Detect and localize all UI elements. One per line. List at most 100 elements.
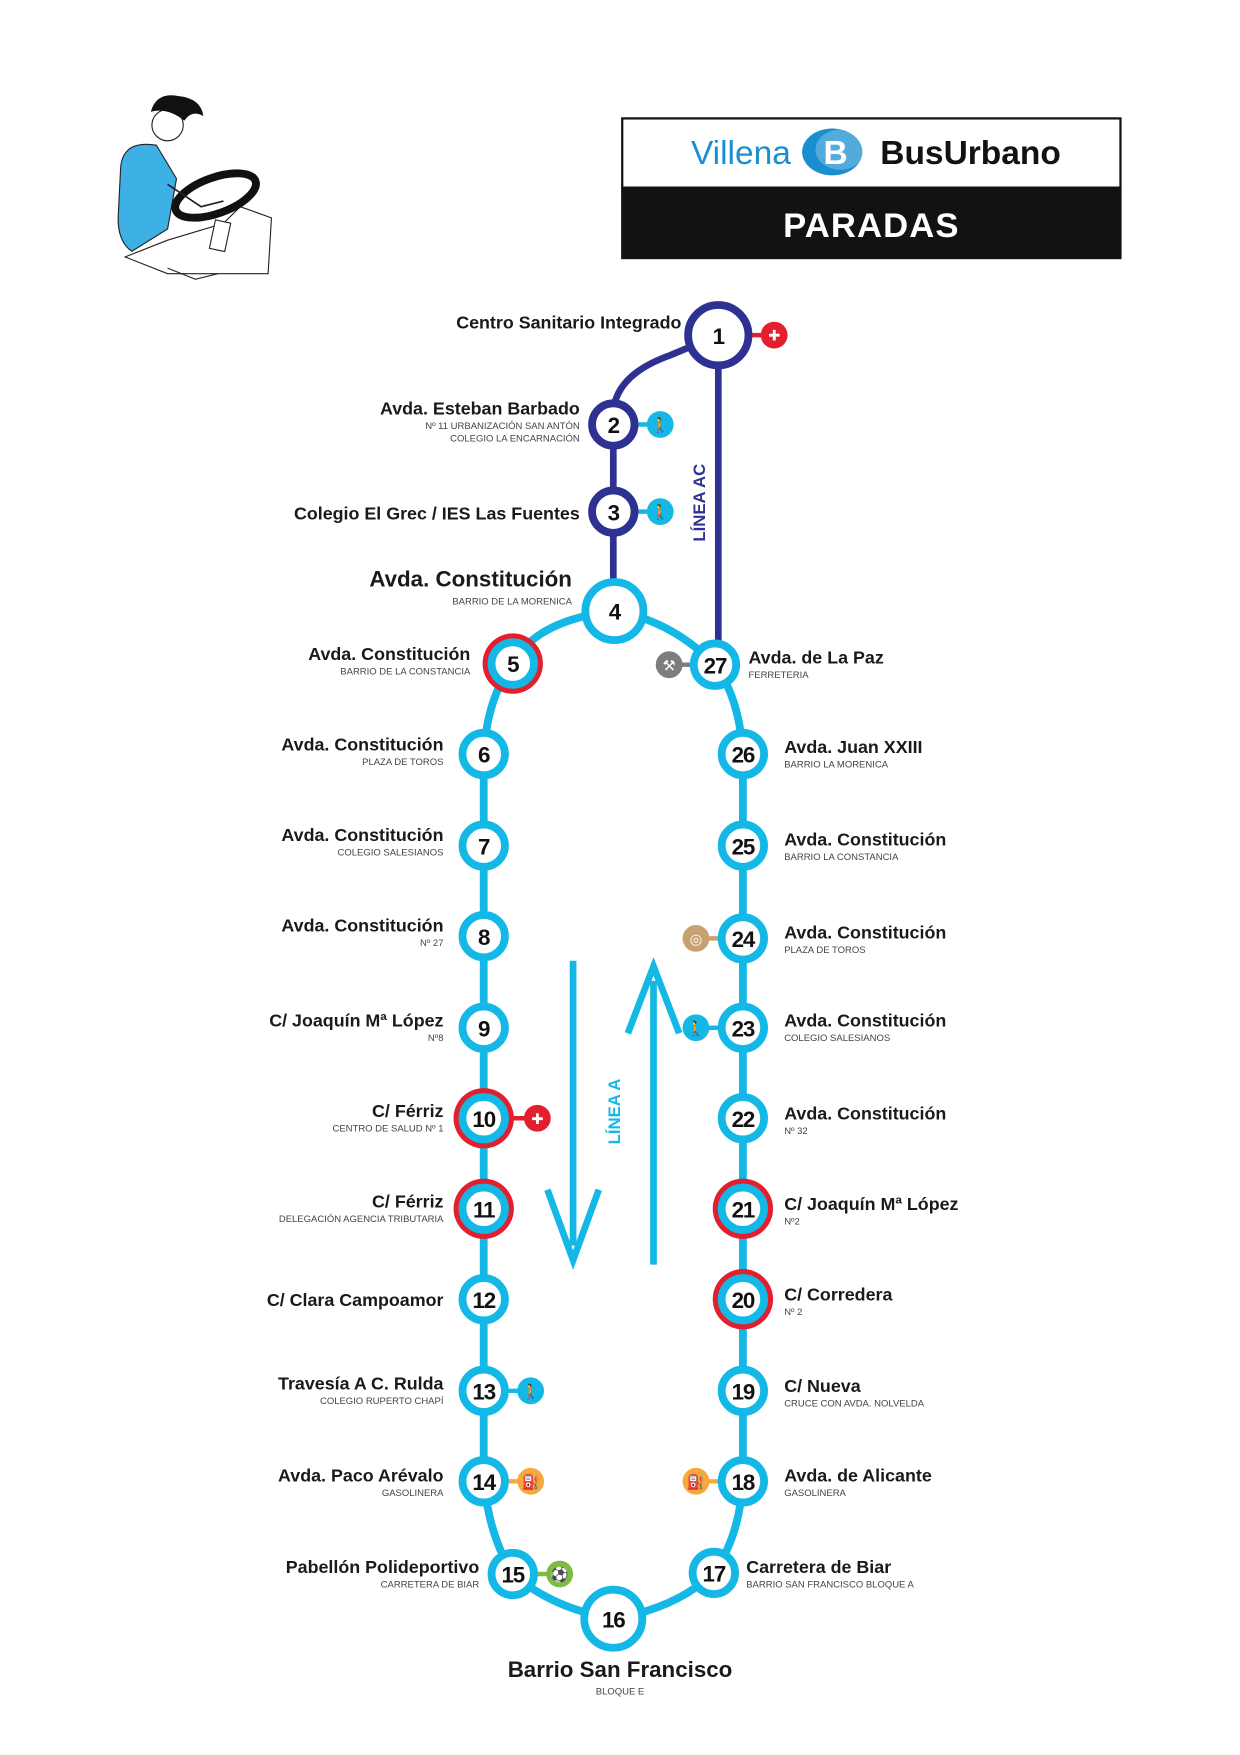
stop-name: Avda. Esteban Barbado: [380, 398, 580, 418]
stop-marker: [588, 399, 639, 450]
stop-marker: [717, 913, 769, 964]
stop-number: 22: [732, 1107, 755, 1132]
stop-number: 27: [704, 653, 727, 678]
stop-name: C/ Clara Campoamor: [267, 1290, 444, 1310]
stop-number: 19: [732, 1379, 755, 1404]
stop-detail: COLEGIO SALESIANOS: [338, 848, 444, 859]
stop-17[interactable]: 17: [688, 1547, 739, 1599]
stop-name: C/ Corredera: [784, 1284, 893, 1304]
stop-26[interactable]: 26: [717, 728, 769, 780]
stop-name: Colegio El Grec / IES Las Fuentes: [294, 503, 580, 523]
stop-detail: COLEGIO RUPERTO CHAPÍ: [320, 1396, 444, 1407]
stop-4[interactable]: 4: [581, 578, 648, 645]
busurbano-logo-icon: B: [802, 128, 865, 176]
stop-name: Avda. Constitución: [281, 735, 443, 755]
stop-name: Avda. Constitución: [784, 1103, 946, 1123]
stop-5[interactable]: 5: [482, 633, 543, 694]
stop-detail: DELEGACIÓN AGENCIA TRIBUTARIA: [279, 1214, 444, 1225]
logo-letter: B: [824, 135, 848, 172]
stop-12[interactable]: 12: [458, 1274, 509, 1325]
svg-text:🚶: 🚶: [651, 503, 669, 521]
stop-name: C/ Férriz: [372, 1101, 444, 1121]
stops: 1234567891011121314151617181920212223242…: [453, 301, 774, 1652]
stop-number: 20: [732, 1288, 755, 1313]
stop-number: 16: [602, 1607, 625, 1632]
stop-27[interactable]: 27: [689, 639, 741, 690]
stop-marker: [458, 1002, 509, 1053]
stop-22[interactable]: 22: [717, 1093, 769, 1144]
bullring-icon: ◎: [682, 924, 710, 952]
stop-1[interactable]: 1: [684, 301, 753, 370]
stop-18[interactable]: 18: [717, 1456, 769, 1507]
stop-name: Avda. Constitución: [281, 916, 443, 936]
stop-10[interactable]: 10: [453, 1088, 514, 1149]
stop-marker: [684, 301, 753, 370]
svg-text:🚶: 🚶: [522, 1382, 540, 1400]
svg-text:✚: ✚: [768, 329, 780, 345]
hospital-cross-icon: ✚: [760, 321, 788, 349]
stop-name: Avda. de La Paz: [748, 648, 883, 668]
stop-15[interactable]: 15: [487, 1548, 538, 1600]
stop-24[interactable]: 24: [717, 913, 769, 964]
stop-number: 25: [732, 834, 755, 859]
stop-25[interactable]: 25: [717, 820, 769, 871]
svg-text:⛽: ⛽: [522, 1473, 540, 1491]
stop-number: 5: [507, 652, 519, 677]
stop-name: Avda. de Alicante: [784, 1465, 932, 1485]
stop-6[interactable]: 6: [458, 728, 509, 780]
svg-text:✚: ✚: [531, 1112, 543, 1128]
stop-23[interactable]: 23: [717, 1002, 769, 1053]
direction-arrows: LÍNEA A LÍNEA AC: [544, 464, 709, 1270]
fuel-pump-icon: ⛽: [517, 1467, 545, 1495]
stop-marker: [458, 1365, 509, 1416]
stop-name: Avda. Juan XXIII: [784, 737, 922, 757]
stop-name: Centro Sanitario Integrado: [456, 312, 681, 332]
stop-2[interactable]: 2: [588, 399, 639, 450]
stop-detail: BARRIO LA MORENICA: [784, 759, 888, 770]
stop-marker: [458, 1093, 509, 1144]
stop-marker: [458, 911, 509, 962]
stop-detail: GASOLINERA: [382, 1488, 444, 1499]
stop-detail: Nº 2: [784, 1307, 802, 1318]
svg-text:⚽: ⚽: [550, 1566, 569, 1584]
stop-marker: [458, 1274, 509, 1325]
arrow-up-icon: [624, 956, 683, 1265]
stop-number: 8: [478, 925, 490, 950]
brand-city: Villena: [691, 135, 791, 172]
brand-name: BusUrbano: [880, 135, 1061, 172]
stop-20[interactable]: 20: [712, 1269, 774, 1330]
stop-marker: [717, 1365, 769, 1416]
fuel-pump-icon: ⛽: [682, 1467, 710, 1495]
school-walker-icon: 🚶: [646, 411, 674, 438]
stop-11[interactable]: 11: [453, 1178, 514, 1239]
hardware-tools-icon: ⚒: [655, 651, 683, 679]
stop-3[interactable]: 3: [588, 486, 639, 537]
stop-name: Pabellón Polideportivo: [286, 1557, 480, 1577]
hospital-cross-icon: ✚: [523, 1104, 551, 1132]
stop-name: Avda. Paco Arévalo: [278, 1465, 444, 1485]
stop-name: Avda. Constitución: [369, 566, 572, 591]
stop-16[interactable]: 16: [580, 1585, 647, 1652]
stop-13[interactable]: 13: [458, 1365, 509, 1416]
stop-detail: BLOQUE E: [596, 1687, 645, 1698]
stop-14[interactable]: 14: [458, 1456, 509, 1507]
stop-name: Carretera de Biar: [746, 1557, 891, 1577]
stop-detail: FERRETERIA: [748, 670, 809, 681]
stop-7[interactable]: 7: [458, 820, 509, 871]
stop-8[interactable]: 8: [458, 911, 509, 962]
stop-19[interactable]: 19: [717, 1365, 769, 1416]
svg-text:⚒: ⚒: [663, 658, 676, 674]
stop-name: C/ Joaquín Mª López: [784, 1194, 958, 1214]
stop-number: 3: [608, 500, 620, 525]
school-walker-icon: 🚶: [646, 498, 674, 526]
stop-name: Avda. Constitución: [308, 644, 470, 664]
stop-21[interactable]: 21: [712, 1178, 774, 1239]
page-title: PARADAS: [783, 207, 959, 245]
stop-detail: BARRIO SAN FRANCISCO BLOQUE A: [746, 1579, 914, 1590]
line-a-label: LÍNEA A: [605, 1079, 624, 1145]
stop-detail: Nº2: [784, 1216, 800, 1227]
svg-text:⛽: ⛽: [687, 1473, 705, 1491]
stop-detail: Nº 11 URBANIZACIÓN SAN ANTÓN: [425, 421, 580, 432]
stop-9[interactable]: 9: [458, 1002, 509, 1053]
